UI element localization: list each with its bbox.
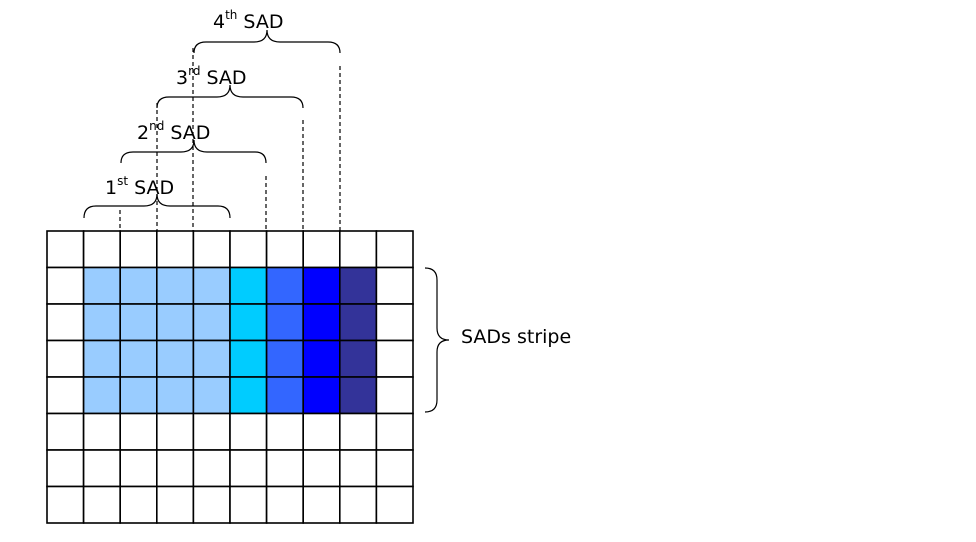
grid-cell-r2-c0	[46, 303, 85, 342]
grid-cell-r1-c1	[82, 266, 121, 305]
grid-cell-r7-c8	[338, 485, 378, 524]
grid-cell-r4-c7	[302, 376, 341, 415]
grid-cell-r5-c0	[46, 412, 85, 451]
grid-cell-r6-c5	[229, 449, 268, 488]
grid-cell-r5-c4	[192, 412, 231, 451]
grid-cell-r7-c7	[302, 485, 341, 524]
sad3-brace	[156, 84, 304, 109]
grid-cell-r5-c8	[338, 412, 378, 451]
grid-cell-r5-c3	[156, 412, 195, 451]
grid-cell-r1-c8	[338, 266, 378, 305]
sads-stripe-label: SADs stripe	[461, 326, 571, 348]
grid-cell-r4-c2	[119, 376, 158, 415]
grid-cell-r2-c7	[302, 303, 341, 342]
grid-cell-r4-c9	[375, 376, 414, 415]
grid-cell-r5-c5	[229, 412, 268, 451]
grid-cell-r3-c9	[375, 339, 414, 378]
grid-cell-r7-c4	[192, 485, 231, 524]
grid-cell-r1-c2	[119, 266, 158, 305]
grid-cell-r1-c0	[46, 266, 85, 305]
grid-cell-r0-c7	[302, 230, 341, 269]
sad1-brace	[83, 193, 231, 219]
grid-cell-r6-c0	[46, 449, 85, 488]
grid-cell-r2-c5	[229, 303, 268, 342]
grid-cell-r7-c2	[119, 485, 158, 524]
grid-cell-r4-c6	[265, 376, 305, 415]
grid-cell-r2-c6	[265, 303, 305, 342]
grid-cell-r0-c4	[192, 230, 231, 269]
grid-cell-r6-c3	[156, 449, 195, 488]
grid-cell-r6-c6	[265, 449, 305, 488]
grid-cell-r6-c9	[375, 449, 414, 488]
grid-cell-r3-c6	[265, 339, 305, 378]
grid-cell-r3-c5	[229, 339, 268, 378]
grid-cell-r0-c3	[156, 230, 195, 269]
grid-cell-r6-c4	[192, 449, 231, 488]
sad-braces	[83, 29, 450, 413]
grid-cell-r5-c2	[119, 412, 158, 451]
grid-cell-r7-c9	[375, 485, 414, 524]
grid-cell-r0-c6	[265, 230, 305, 269]
grid-cell-r2-c8	[338, 303, 378, 342]
grid-cell-r3-c4	[192, 339, 231, 378]
grid-cell-r4-c8	[338, 376, 378, 415]
grid-cell-r4-c1	[82, 376, 121, 415]
grid-cell-r7-c3	[156, 485, 195, 524]
grid-cell-r7-c1	[82, 485, 121, 524]
grid-cell-r0-c5	[229, 230, 268, 269]
grid-cell-r1-c6	[265, 266, 305, 305]
grid-cell-r2-c3	[156, 303, 195, 342]
grid-cell-r3-c3	[156, 339, 195, 378]
grid-cell-r6-c8	[338, 449, 378, 488]
grid-cell-r1-c4	[192, 266, 231, 305]
grid-cell-r7-c6	[265, 485, 305, 524]
grid-cell-r3-c8	[338, 339, 378, 378]
grid-cell-r0-c9	[375, 230, 414, 269]
grid-cell-r6-c2	[119, 449, 158, 488]
grid-cell-r5-c6	[265, 412, 305, 451]
grid-cell-r1-c3	[156, 266, 195, 305]
grid-cell-r0-c0	[46, 230, 85, 269]
sad-window-guides	[119, 48, 341, 231]
grid-cell-r7-c5	[229, 485, 268, 524]
grid-cell-r2-c9	[375, 303, 414, 342]
sad2-brace	[120, 139, 267, 164]
grid-cell-r3-c2	[119, 339, 158, 378]
grid-cell-r4-c4	[192, 376, 231, 415]
grid-cell-r5-c7	[302, 412, 341, 451]
pixel-grid	[46, 230, 414, 524]
grid-cell-r2-c1	[82, 303, 121, 342]
grid-cell-r0-c1	[82, 230, 121, 269]
grid-cell-r5-c9	[375, 412, 414, 451]
grid-cell-r1-c5	[229, 266, 268, 305]
grid-cell-r1-c7	[302, 266, 341, 305]
grid-cell-r1-c9	[375, 266, 414, 305]
stripe-brace	[424, 267, 450, 413]
grid-cell-r4-c5	[229, 376, 268, 415]
grid-cell-r5-c1	[82, 412, 121, 451]
grid-cell-r3-c7	[302, 339, 341, 378]
sad4-brace	[193, 29, 341, 54]
grid-cell-r0-c2	[119, 230, 158, 269]
grid-cell-r4-c3	[156, 376, 195, 415]
grid-cell-r0-c8	[338, 230, 378, 269]
grid-cell-r3-c1	[82, 339, 121, 378]
grid-cell-r6-c7	[302, 449, 341, 488]
grid-cell-r4-c0	[46, 376, 85, 415]
grid-cell-r2-c4	[192, 303, 231, 342]
grid-cell-r2-c2	[119, 303, 158, 342]
grid-cell-r7-c0	[46, 485, 85, 524]
grid-cell-r3-c0	[46, 339, 85, 378]
grid-cell-r6-c1	[82, 449, 121, 488]
